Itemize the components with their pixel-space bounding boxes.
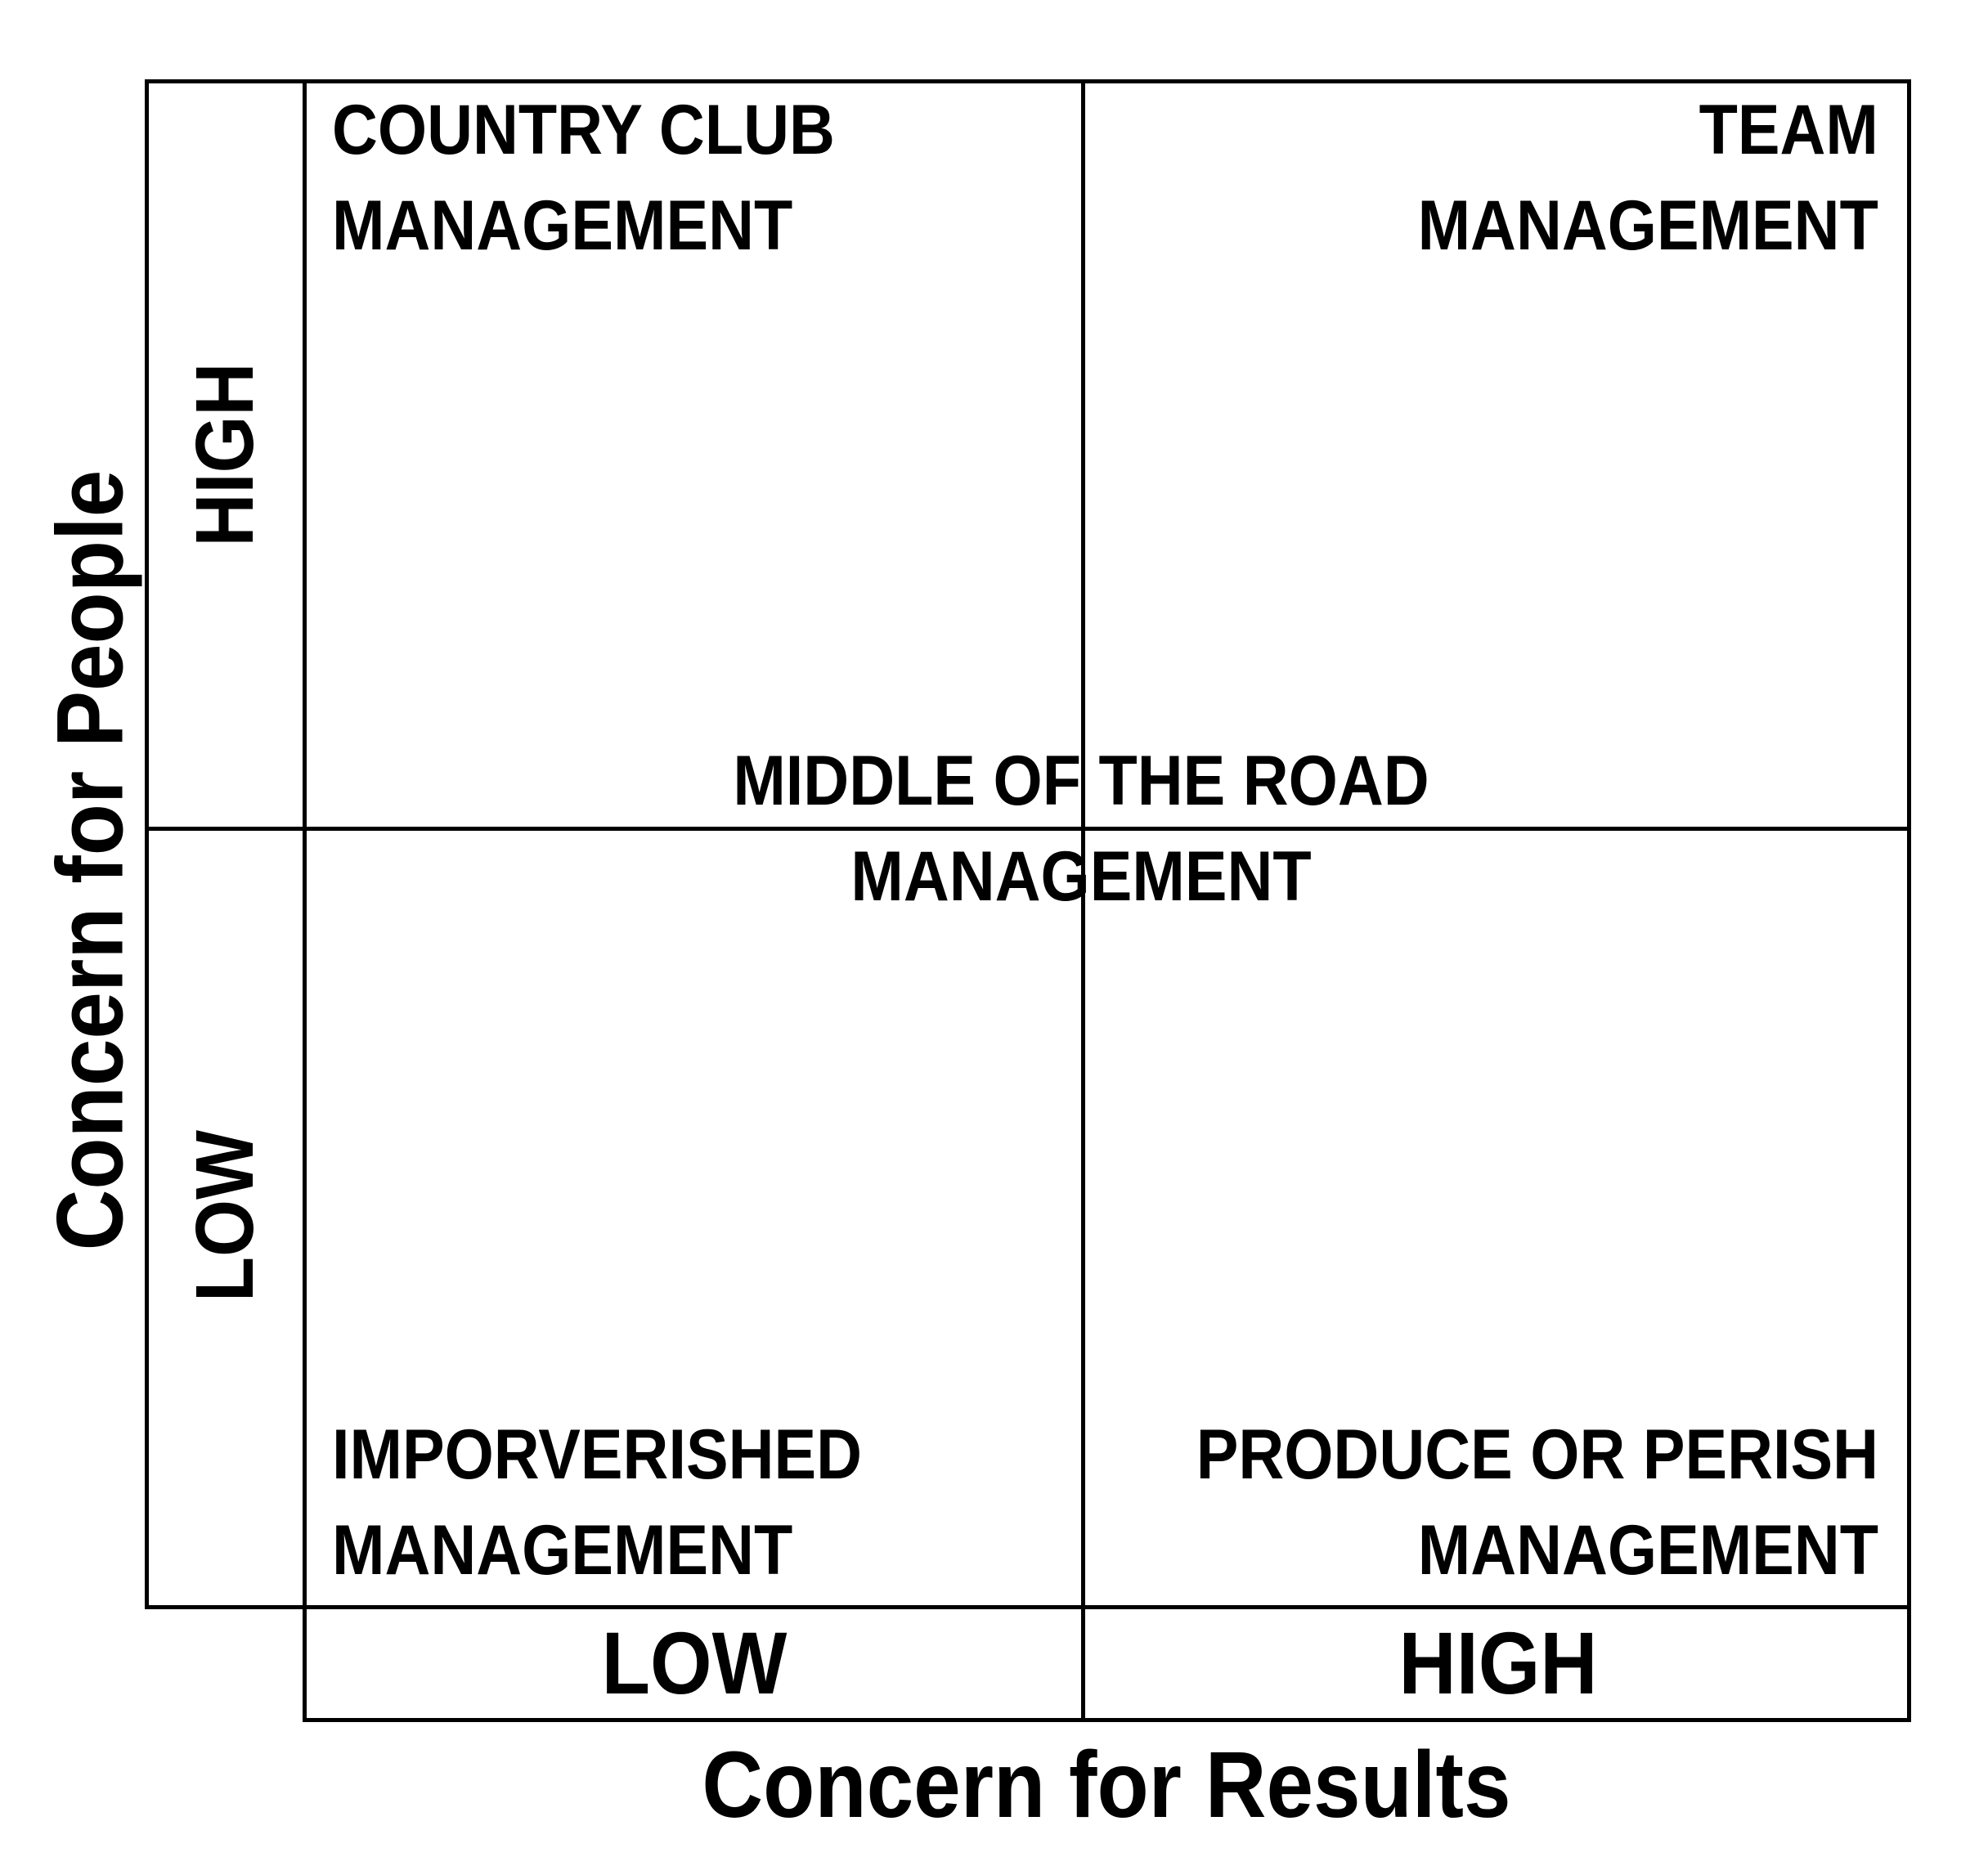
quadrant-label-team-line1: TEAM	[1699, 91, 1878, 169]
quadrant-label-impoverished-line1: IMPORVERISHED	[332, 1415, 862, 1494]
quadrant-label-country-club-line2: MANAGEMENT	[332, 186, 793, 265]
quadrant-label-produce-or-perish-line1: PRODUCE OR PERISH	[1196, 1415, 1878, 1494]
quadrant-label-country-club-line1: COUNTRY CLUB	[332, 91, 835, 169]
quadrant-label-country-club: COUNTRY CLUB MANAGEMENT	[332, 83, 835, 274]
quadrant-label-produce-or-perish: PRODUCE OR PERISH MANAGEMENT	[1196, 1407, 1878, 1599]
x-tick-low: LOW	[303, 1607, 1085, 1720]
grid-line-right	[1907, 79, 1911, 1722]
quadrant-label-middle-of-the-road: MIDDLE OF THE ROAD MANAGEMENT	[566, 733, 1596, 925]
grid-line-center-vertical	[1081, 79, 1085, 1722]
x-axis-title: Concern for Results	[702, 1733, 1511, 1837]
quadrant-label-impoverished: IMPORVERISHED MANAGEMENT	[332, 1407, 862, 1599]
quadrant-label-team-line2: MANAGEMENT	[1417, 186, 1878, 265]
quadrant-label-team: TEAM MANAGEMENT	[1418, 83, 1878, 274]
tick-strip-bottom-line	[303, 1718, 1911, 1722]
y-tick-column-divider	[303, 79, 307, 1722]
x-tick-high-text: HIGH	[1398, 1613, 1598, 1712]
y-tick-low: LOW	[179, 1130, 271, 1302]
grid-line-bottom	[145, 1605, 1911, 1609]
y-axis-title: Concern for People	[38, 469, 143, 1251]
quadrant-label-middle-of-the-road-line1: MIDDLE OF THE ROAD	[733, 742, 1429, 820]
quadrant-label-impoverished-line2: MANAGEMENT	[332, 1511, 793, 1590]
grid-line-middle-horizontal	[145, 827, 1911, 831]
quadrant-label-produce-or-perish-line2: MANAGEMENT	[1417, 1511, 1878, 1590]
grid-line-left	[145, 79, 149, 1609]
y-tick-high: HIGH	[179, 362, 271, 547]
x-tick-high: HIGH	[1085, 1607, 1911, 1720]
grid-line-top	[145, 79, 1911, 83]
quadrant-label-middle-of-the-road-line2: MANAGEMENT	[850, 837, 1312, 916]
x-tick-low-text: LOW	[601, 1613, 787, 1712]
